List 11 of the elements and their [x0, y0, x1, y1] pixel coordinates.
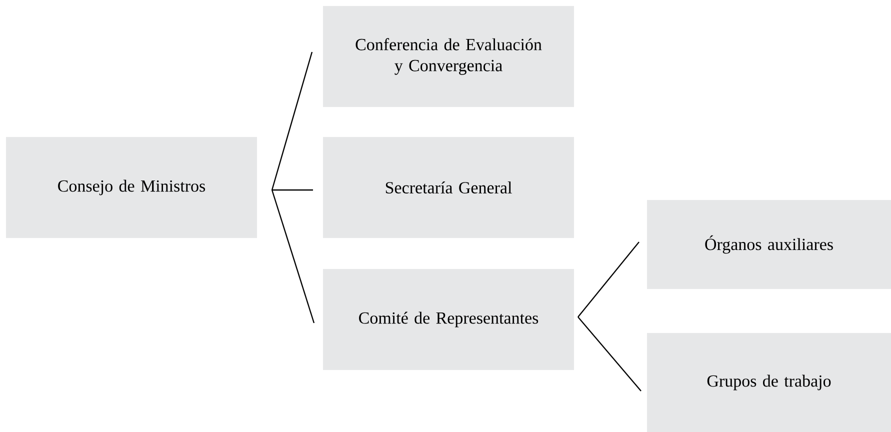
text-box: Grupos de trabajo — [647, 333, 891, 432]
connector-line — [272, 189, 313, 191]
text-box: Comité de Representantes — [323, 269, 574, 370]
text-box: Consejo de Ministros — [6, 137, 257, 238]
text-box: Órganos auxiliares — [647, 200, 891, 289]
connector-line — [578, 316, 642, 392]
text-box: Secretaría General — [323, 137, 574, 238]
text-box: Conferencia de Evaluación y Convergencia — [323, 6, 574, 107]
connector-line — [271, 190, 315, 324]
connector-line — [578, 242, 640, 318]
connector-line — [271, 52, 313, 190]
